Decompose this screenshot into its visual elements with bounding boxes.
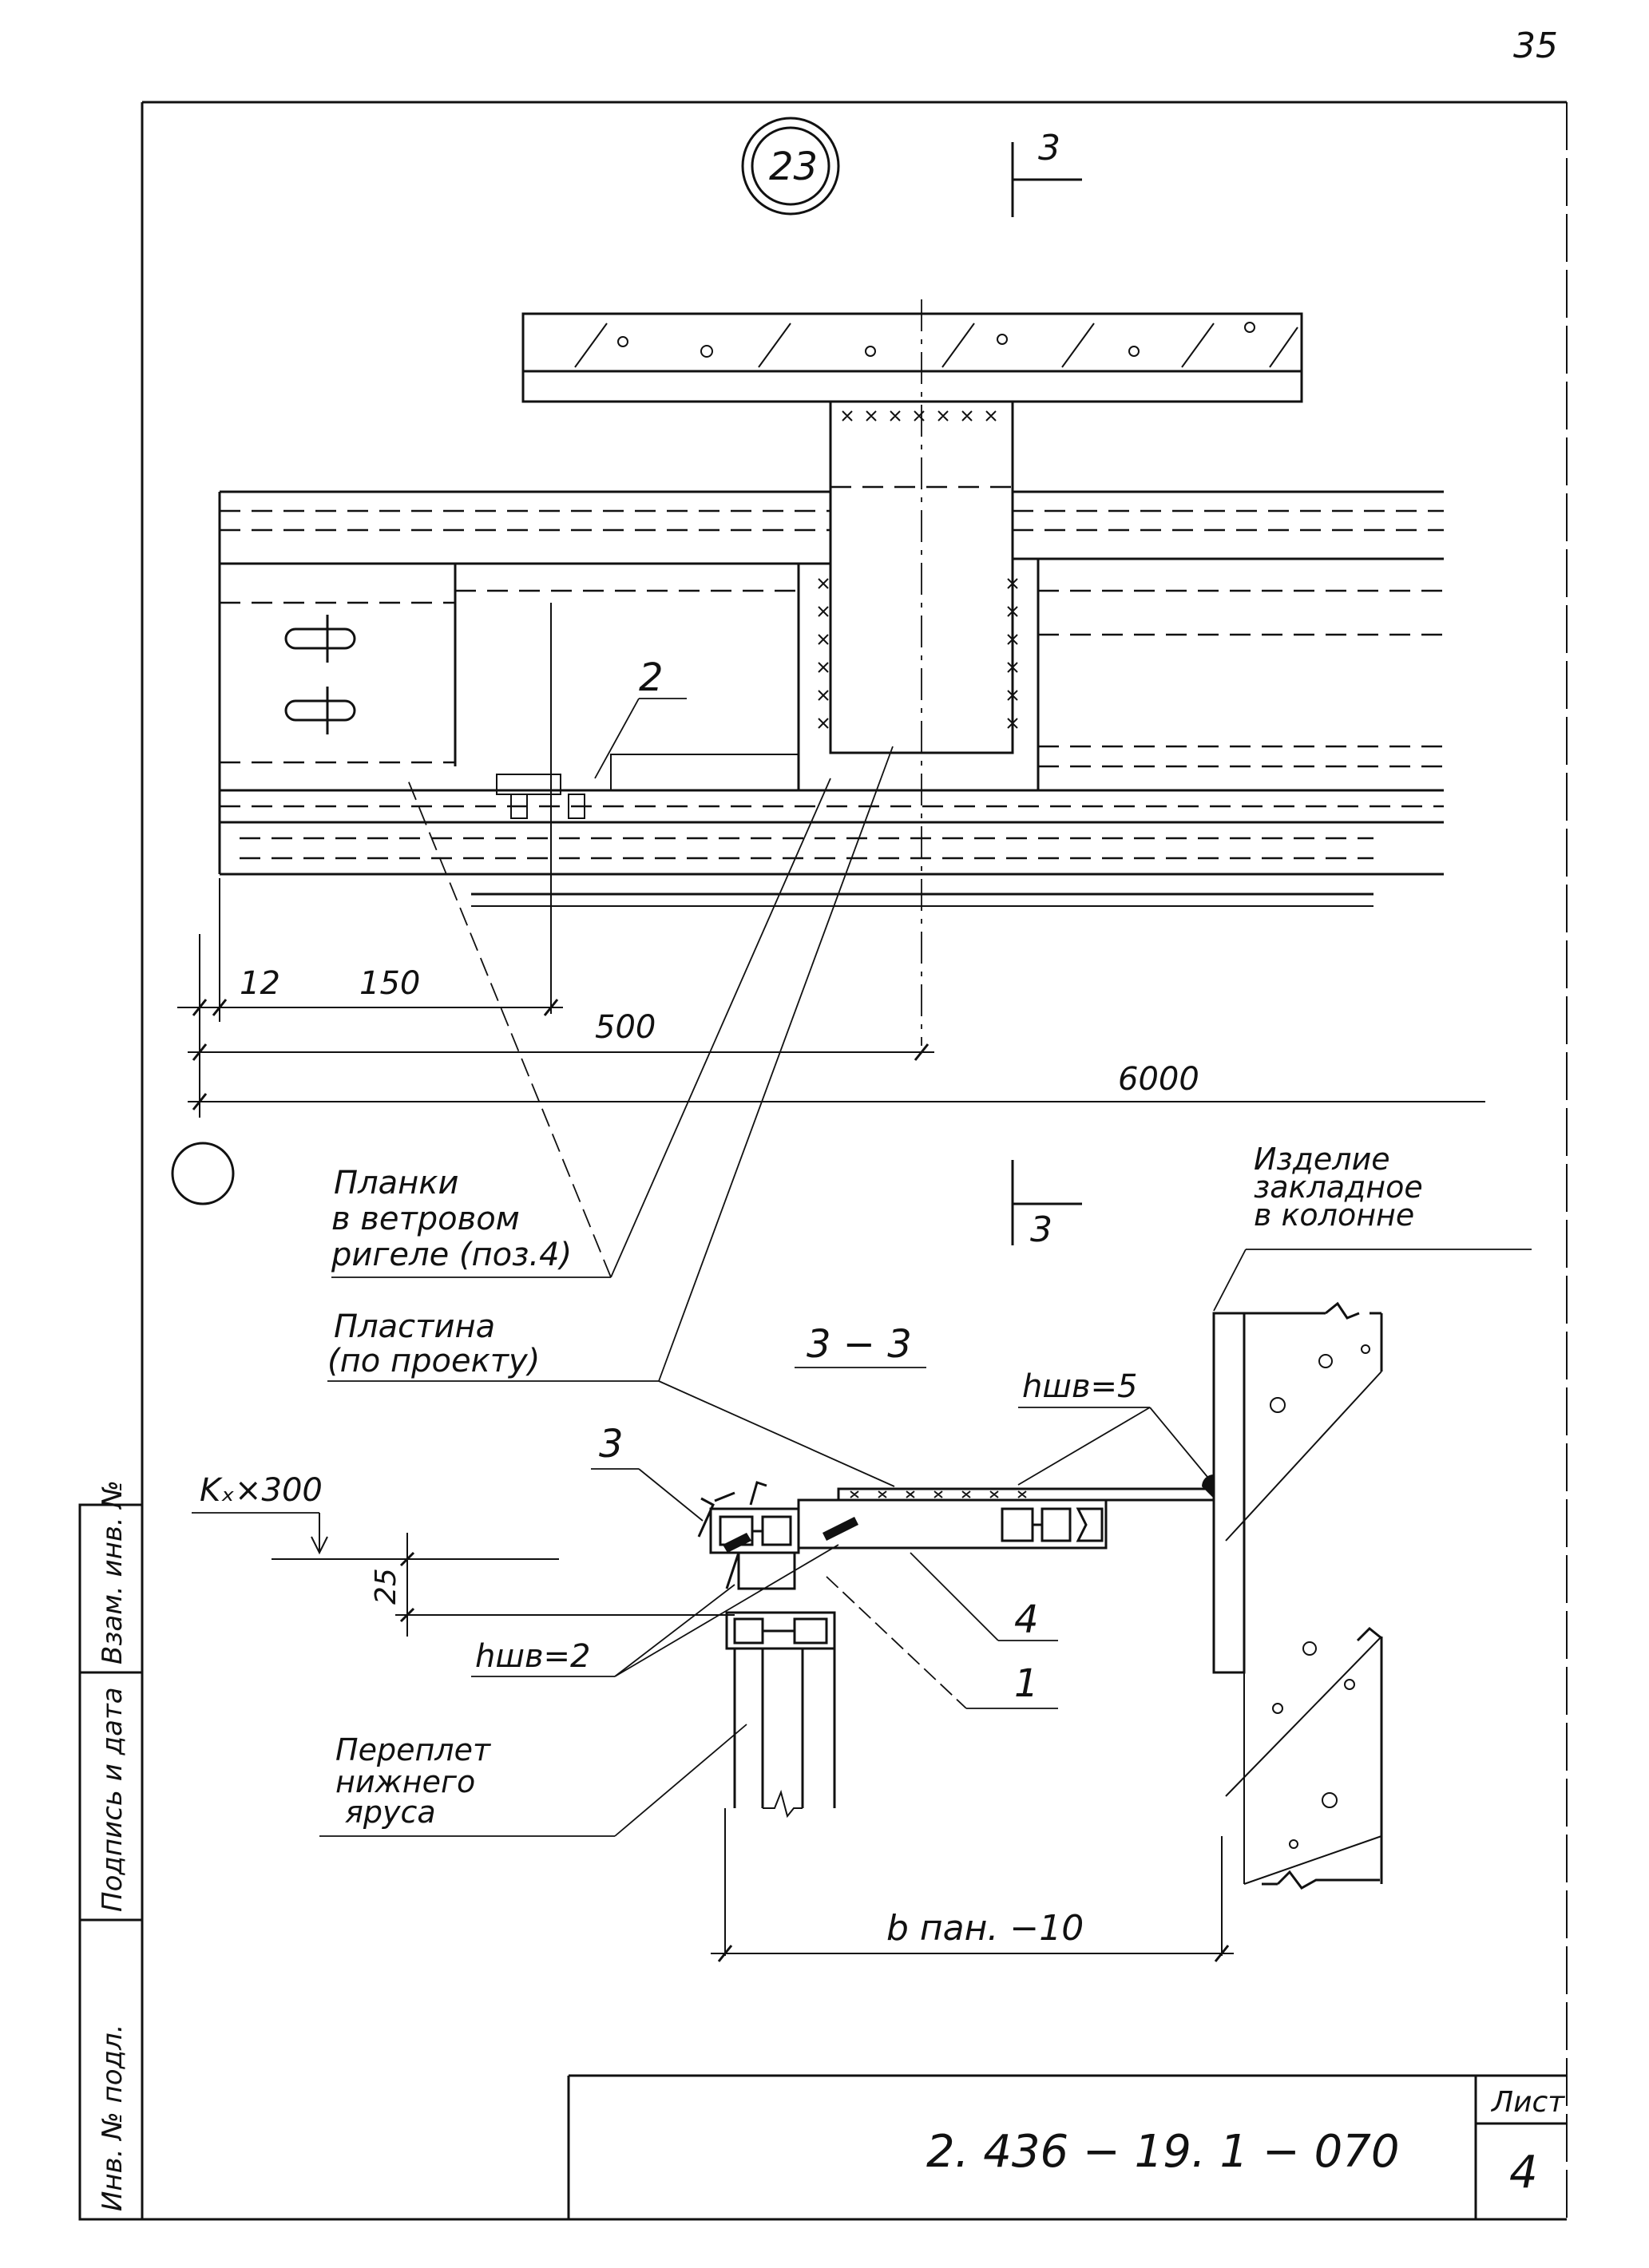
callout-pos1-label: 1 bbox=[1014, 1661, 1039, 1706]
pereplet-line2: нижнего bbox=[335, 1764, 475, 1799]
planki-line1: Планки bbox=[334, 1165, 458, 1201]
detail-number: 23 bbox=[769, 144, 818, 189]
dim-panel-width: b пан. −10 bbox=[886, 1908, 1084, 1949]
gap-dimension: Kₓ×300 25 bbox=[192, 1472, 735, 1637]
callout-weld-top: hшв=5 bbox=[1017, 1368, 1208, 1486]
planki-line2: в ветровом bbox=[331, 1201, 520, 1237]
izdelie-line3: в колонне bbox=[1254, 1197, 1414, 1233]
section-mark-top: 3 bbox=[1011, 128, 1082, 217]
dim-12: 12 bbox=[240, 965, 280, 1002]
sheet-label: Лист bbox=[1490, 2086, 1565, 2119]
dim-500: 500 bbox=[595, 1009, 656, 1046]
callout-pos4: 4 bbox=[910, 1552, 1058, 1642]
section-mark-bottom-label: 3 bbox=[1030, 1209, 1052, 1250]
callout-pereplet: Переплет нижнего яруса bbox=[319, 1724, 747, 1837]
callout-izdelie: Изделие закладное в колонне bbox=[1213, 1142, 1532, 1312]
izdelie-line2: закладное bbox=[1254, 1170, 1423, 1205]
weld-bottom-label: hшв=2 bbox=[475, 1638, 591, 1675]
dim-150: 150 bbox=[359, 965, 420, 1002]
weld-top-label: hшв=5 bbox=[1022, 1368, 1138, 1405]
callout-pos2-label: 2 bbox=[639, 655, 664, 700]
document-code: 2. 436 − 19. 1 − 070 bbox=[926, 2126, 1400, 2178]
column-section bbox=[1202, 1301, 1383, 1890]
section-mark-bottom: 3 bbox=[1011, 1160, 1082, 1250]
page-number: 35 bbox=[1513, 26, 1558, 66]
callout-pos2: 2 bbox=[594, 655, 687, 779]
callout-planki: Планки в ветровом ригеле (поз.4) bbox=[331, 778, 831, 1278]
section-title-label: 3 − 3 bbox=[807, 1322, 912, 1367]
dimension-lines: 12 150 500 6000 bbox=[177, 878, 1485, 1118]
plastina-line2: (по проекту) bbox=[327, 1343, 540, 1379]
stamp-signature-date: Подпись и дата bbox=[97, 1687, 129, 1912]
callout-pos3: 3 bbox=[591, 1422, 704, 1522]
title-block: 2. 436 − 19. 1 − 070 Лист 4 bbox=[567, 2074, 1567, 2219]
pereplet-line1: Переплет bbox=[335, 1732, 492, 1767]
wind-girder bbox=[218, 490, 1444, 990]
concrete-slab bbox=[521, 312, 1303, 403]
callout-pos3-label: 3 bbox=[599, 1422, 624, 1466]
izdelie-line1: Изделие bbox=[1254, 1142, 1390, 1177]
dim-6000: 6000 bbox=[1118, 1061, 1199, 1098]
section-mark-top-label: 3 bbox=[1038, 128, 1060, 168]
planki-line3: ригеле (поз.4) bbox=[331, 1237, 572, 1273]
pereplet-line3: яруса bbox=[345, 1795, 436, 1830]
stamp-inv-podl: Инв. № подл. bbox=[97, 2024, 129, 2211]
upper-sash-section bbox=[697, 1481, 800, 1590]
stamp-replace-inv: Взам. инв. № bbox=[97, 1480, 129, 1664]
callout-weld-bottom: hшв=2 bbox=[471, 1517, 858, 1677]
section-title: 3 − 3 bbox=[795, 1322, 926, 1368]
empty-marker-circle bbox=[171, 1142, 235, 1205]
margin-stamp: Взам. инв. № Подпись и дата Инв. № подл. bbox=[78, 1480, 144, 2221]
panel-width-dimension: b пан. −10 bbox=[711, 1908, 1234, 1962]
kx300-label: Kₓ×300 bbox=[200, 1472, 323, 1509]
plate-section bbox=[837, 1487, 1215, 1502]
callout-pos1: 1 bbox=[826, 1576, 1058, 1709]
callout-pos4-label: 4 bbox=[1014, 1597, 1039, 1642]
dim-25: 25 bbox=[370, 1568, 402, 1605]
detail-marker: 23 bbox=[741, 117, 840, 216]
sheet-number: 4 bbox=[1509, 2147, 1538, 2199]
lower-sash-section bbox=[724, 1611, 1223, 1956]
plastina-line1: Пластина bbox=[334, 1308, 495, 1345]
callout-plastina: Пластина (по проекту) bbox=[327, 746, 895, 1487]
